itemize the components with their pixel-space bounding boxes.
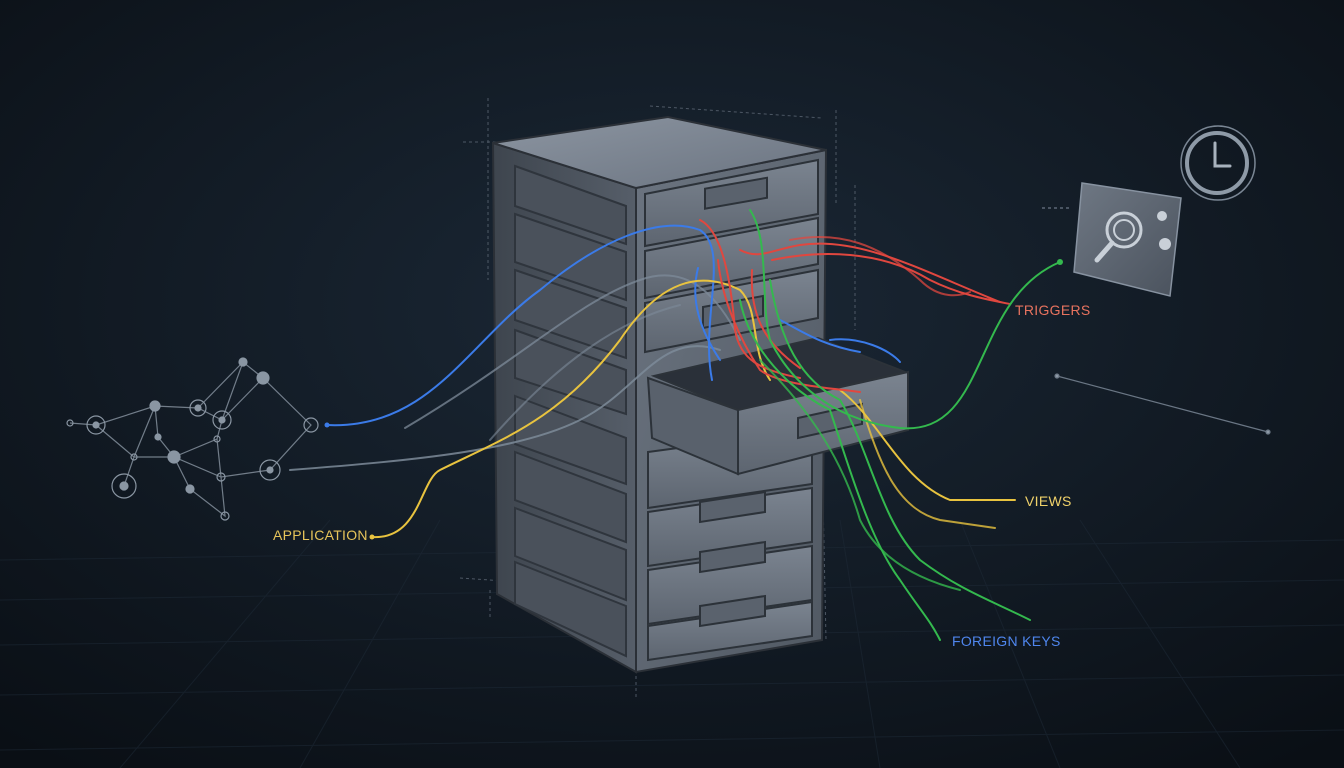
wire-green (759, 359, 961, 591)
graph-node (218, 416, 226, 424)
graph-node (111, 473, 137, 499)
wires (289, 209, 1063, 641)
wire-yellow (371, 279, 771, 539)
graph-node (130, 453, 138, 461)
label-views: VIEWS (1025, 493, 1072, 509)
graph-node (86, 415, 106, 435)
wire-gray (289, 345, 721, 471)
wire-green (739, 299, 941, 641)
graph-node (213, 435, 221, 443)
graph-node (220, 511, 230, 521)
wire-blue (779, 319, 861, 353)
graph-node (216, 472, 226, 482)
filing-cabinet-icon (491, 115, 909, 674)
label-triggers: TRIGGERS (1015, 302, 1091, 318)
label-application: APPLICATION (273, 527, 368, 543)
wire-red (717, 259, 861, 393)
graph-node (212, 410, 232, 430)
graph-node (154, 433, 162, 441)
cabinet-top (492, 115, 827, 190)
wire-gray (489, 304, 681, 441)
graph-node (185, 484, 195, 494)
drawer-handle (699, 540, 766, 574)
graph-node (194, 404, 202, 412)
drawer-handle (704, 176, 768, 210)
wire-gray (404, 274, 741, 429)
wire-blue (829, 338, 901, 363)
wire-red (750, 269, 801, 369)
wire-green (769, 279, 1031, 621)
label-foreign-keys: FOREIGN KEYS (952, 633, 1061, 649)
search-tile (1073, 182, 1182, 297)
wire-red (699, 219, 801, 379)
cabinet-side-panels (514, 164, 627, 658)
graph-node (92, 421, 100, 429)
graph-node (66, 419, 74, 427)
graph-node (189, 399, 207, 417)
clock-icon (1180, 125, 1256, 201)
network-graph-icon (66, 357, 319, 521)
graph-node (259, 459, 281, 481)
wire-red (789, 236, 971, 297)
graph-node (238, 357, 248, 367)
wire-green (749, 209, 1061, 430)
decor-lines (1042, 207, 1271, 435)
magnifier-icon (1094, 211, 1171, 263)
graph-node (149, 400, 161, 412)
drawer-handle (699, 594, 766, 628)
drawer (644, 216, 819, 300)
drawer-handle (699, 490, 766, 524)
wire-yellow (839, 389, 1016, 501)
graph-node (266, 466, 274, 474)
upper-drawers (644, 158, 819, 354)
wire-blue (326, 224, 715, 427)
graph-node (303, 417, 319, 433)
wire-blue (694, 267, 721, 361)
wire-yellow (859, 399, 996, 529)
graph-node (256, 371, 270, 385)
graph-node (167, 450, 181, 464)
wire-red (771, 253, 1011, 305)
graph-node (119, 481, 129, 491)
